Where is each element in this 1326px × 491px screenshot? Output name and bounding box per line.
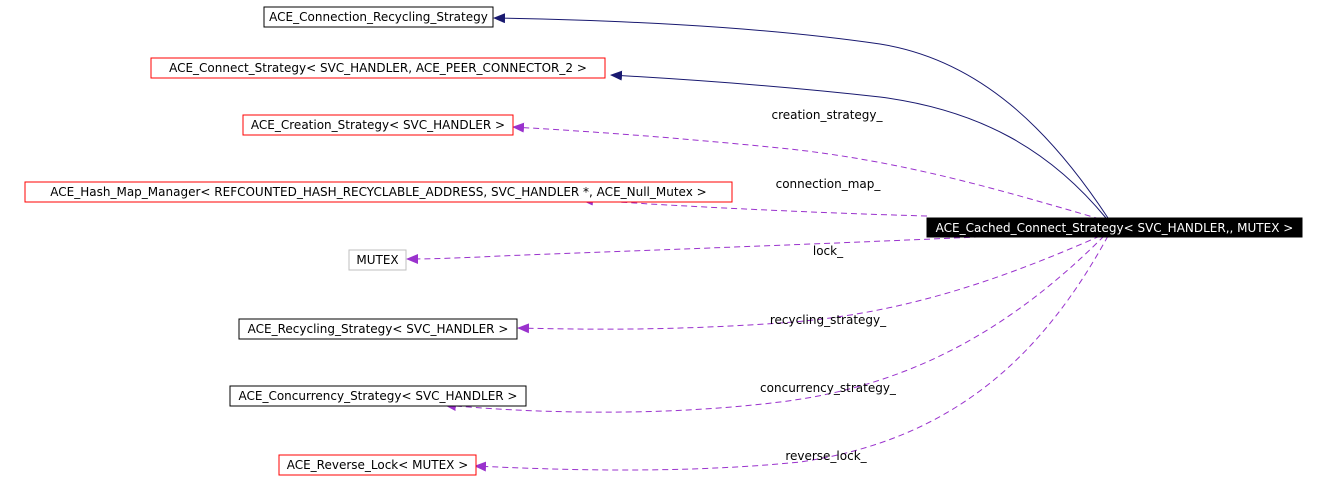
usage-edge-concurrency-strategy	[444, 235, 1105, 413]
node-label: MUTEX	[356, 253, 398, 267]
node-cached-connect-strategy[interactable]: ACE_Cached_Connect_Strategy< SVC_HANDLER…	[926, 217, 1303, 238]
usage-edge-recycling-strategy	[517, 235, 1101, 334]
node-label: ACE_Connection_Recycling_Strategy	[269, 10, 488, 24]
edge-label-recycling-strategy: recycling_strategy_	[770, 313, 887, 327]
node-recycling-strategy[interactable]: ACE_Recycling_Strategy< SVC_HANDLER >	[238, 318, 518, 340]
usage-edge-reverse-lock	[474, 235, 1109, 472]
node-connect-strategy[interactable]: ACE_Connect_Strategy< SVC_HANDLER, ACE_P…	[150, 57, 606, 79]
usage-edge-connection-map	[581, 195, 928, 217]
edge-label-creation-strategy: creation_strategy_	[771, 108, 883, 122]
edge-label-lock: lock_	[813, 244, 844, 258]
node-label: ACE_Creation_Strategy< SVC_HANDLER >	[251, 118, 505, 132]
node-creation-strategy[interactable]: ACE_Creation_Strategy< SVC_HANDLER >	[242, 114, 514, 136]
usage-edge-creation-strategy	[512, 122, 1101, 220]
edge-label-reverse-lock: reverse_lock_	[785, 449, 867, 463]
node-reverse-lock[interactable]: ACE_Reverse_Lock< MUTEX >	[278, 454, 477, 476]
node-mutex[interactable]: MUTEX	[348, 249, 407, 271]
node-label: ACE_Reverse_Lock< MUTEX >	[287, 458, 469, 472]
edge-label-concurrency-strategy: concurrency_strategy_	[760, 381, 897, 395]
node-connection-recycling-strategy[interactable]: ACE_Connection_Recycling_Strategy	[263, 6, 494, 28]
edge-label-connection-map: connection_map_	[776, 177, 882, 191]
node-label: ACE_Connect_Strategy< SVC_HANDLER, ACE_P…	[169, 61, 587, 75]
node-label: ACE_Recycling_Strategy< SVC_HANDLER >	[248, 322, 509, 336]
inheritance-edge-connect-strategy	[610, 70, 1107, 219]
node-label: ACE_Cached_Connect_Strategy< SVC_HANDLER…	[936, 221, 1294, 235]
node-label: ACE_Concurrency_Strategy< SVC_HANDLER >	[239, 389, 518, 403]
inheritance-edge-connection-recycling	[493, 13, 1109, 219]
node-label: ACE_Hash_Map_Manager< REFCOUNTED_HASH_RE…	[50, 185, 706, 199]
node-concurrency-strategy[interactable]: ACE_Concurrency_Strategy< SVC_HANDLER >	[229, 385, 527, 407]
node-hash-map-manager[interactable]: ACE_Hash_Map_Manager< REFCOUNTED_HASH_RE…	[24, 181, 733, 203]
usage-edge-lock	[406, 235, 1001, 264]
